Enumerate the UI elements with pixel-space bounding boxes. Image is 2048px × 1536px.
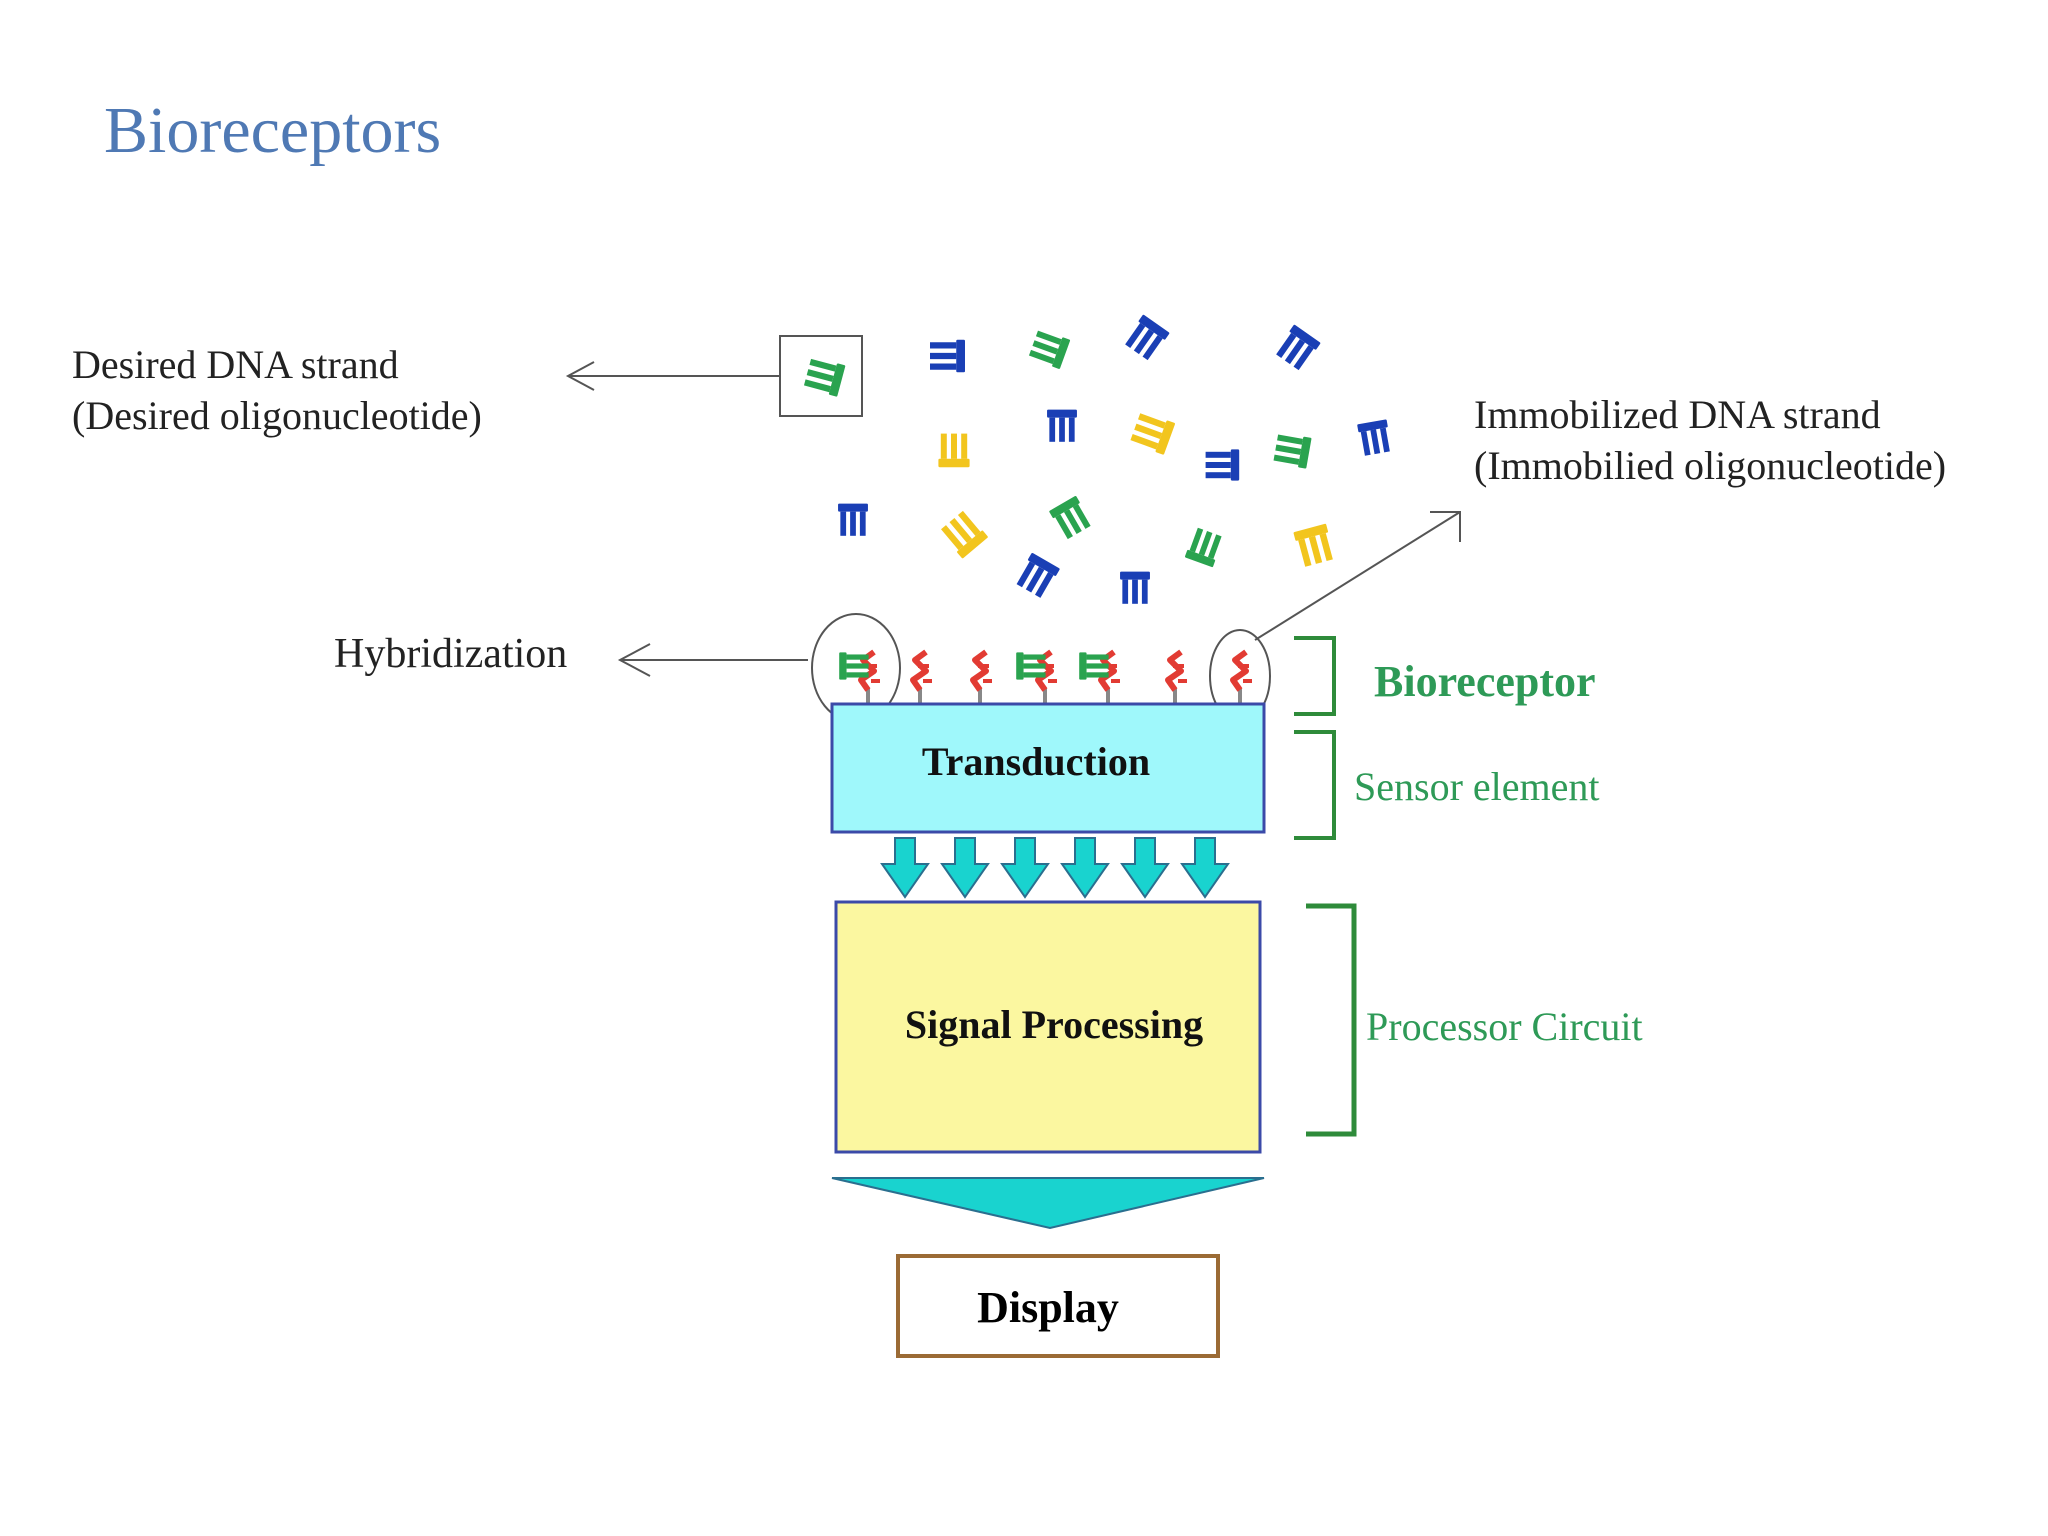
blue-strand-icon: [1357, 419, 1393, 457]
green-strand-icon: [1184, 526, 1224, 568]
blue-strand-icon: [1047, 409, 1077, 442]
desired-arrow-head: [565, 361, 595, 391]
processor-circuit-bracket: [1306, 903, 1357, 1137]
probe-icon: [1168, 652, 1187, 708]
hybridization-callout: Hybridization: [334, 631, 808, 677]
yellow-strand-icon: [1293, 523, 1336, 568]
immobilized-label-line2: (Immobilied oligonucleotide): [1474, 443, 1946, 488]
transduction-block: [830, 702, 1266, 834]
down-arrow-icon: [1000, 837, 1050, 899]
desired-label-line1: Desired DNA strand: [72, 342, 399, 387]
signal-processing-label: Signal Processing: [905, 1002, 1203, 1047]
signal-processing-block: [834, 900, 1262, 1154]
hybridization-arrow-head: [617, 643, 651, 677]
sensor-element-bracket: [1294, 730, 1336, 840]
blue-strand-icon: [1120, 571, 1150, 604]
blue-strand-icon: [1014, 552, 1061, 600]
output-arrow-icon: [831, 1177, 1265, 1230]
free-strands-cluster: [838, 314, 1393, 604]
sensor-element-label: Sensor element: [1354, 764, 1600, 809]
bioreceptor-label: Bioreceptor: [1374, 657, 1596, 706]
yellow-strand-icon: [1129, 410, 1176, 455]
probe-icon: [973, 652, 992, 708]
yellow-strand-icon: [938, 433, 970, 468]
slide-title: Bioreceptors: [104, 94, 442, 167]
green-strand-icon: [1048, 495, 1093, 541]
blue-strand-icon: [930, 339, 965, 373]
signal-arrows: [880, 837, 1230, 899]
immobilized-arrow-head: [1430, 511, 1461, 542]
probe-icon: [1233, 652, 1252, 708]
hybridized-probe-icon: [839, 652, 880, 708]
blue-strand-icon: [1123, 314, 1170, 362]
brackets: [1294, 636, 1357, 1137]
bioreceptor-bracket: [1294, 636, 1336, 716]
green-strand-icon: [1273, 432, 1312, 469]
blue-strand-icon: [838, 503, 868, 536]
transduction-label: Transduction: [922, 739, 1150, 784]
down-arrow-icon: [940, 837, 990, 899]
green-strand-icon: [1028, 328, 1071, 370]
processor-circuit-label: Processor Circuit: [1366, 1004, 1643, 1049]
hybridized-probe-icon: [1016, 652, 1057, 708]
down-arrow-icon: [1180, 837, 1230, 899]
down-arrow-icon: [1060, 837, 1110, 899]
immobilized-strand-callout: Immobilized DNA strand (Immobilied oligo…: [1254, 392, 1946, 641]
desired-strand-icon: [803, 356, 846, 397]
blue-strand-icon: [1274, 324, 1321, 372]
down-arrow-icon: [1120, 837, 1170, 899]
hybridization-label: Hybridization: [334, 631, 567, 677]
immobilized-arrow-line: [1254, 511, 1461, 641]
probe-icon: [913, 652, 932, 708]
display-block: [896, 1254, 1220, 1358]
desired-label-line2: (Desired oligonucleotide): [72, 393, 482, 438]
immobilized-label-line1: Immobilized DNA strand: [1474, 392, 1881, 437]
display-label: Display: [977, 1283, 1119, 1332]
yellow-strand-icon: [939, 509, 989, 559]
hybridized-probe-icon: [1079, 652, 1120, 708]
blue-strand-icon: [1205, 449, 1240, 481]
down-arrow-icon: [880, 837, 930, 899]
desired-strand-callout: Desired DNA strand (Desired oligonucleot…: [72, 335, 863, 438]
